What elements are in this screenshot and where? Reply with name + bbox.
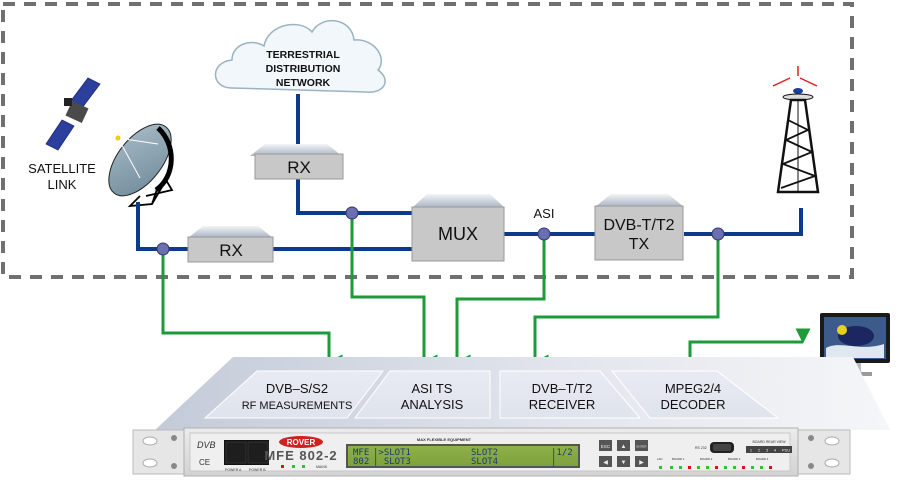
rx-bottom-label: RX — [219, 241, 243, 260]
mux-block: MUX — [411, 194, 505, 262]
signal-paths — [136, 94, 803, 251]
panel-4-line1: MPEG2/4 — [665, 381, 721, 396]
lcd-r2-c4: | — [551, 457, 556, 467]
up-icon: ▲ — [621, 444, 627, 450]
junction-nodes — [156, 206, 725, 256]
node-rx — [345, 206, 359, 220]
satellite-label-1: SATELLITE — [28, 161, 96, 176]
node-dish — [156, 242, 170, 256]
device-subtitle: MAX FLEXIBLE EQUIPMENT — [417, 437, 472, 442]
mains-label: MAINS — [316, 465, 328, 469]
panel-1-line2: RF MEASUREMENTS — [242, 400, 353, 412]
esc-label: ESC — [601, 444, 611, 449]
dvb-logo: DVB — [197, 440, 216, 450]
model-label: MFE 802-2 — [264, 448, 337, 463]
panel-asi — [354, 370, 491, 419]
psu-leds — [281, 465, 305, 468]
slot-3: 3 — [766, 448, 769, 453]
panel-3-line2: RECEIVER — [529, 397, 595, 412]
cloud-label-2: DISTRIBUTION — [266, 63, 341, 75]
led-group-board-3: BOARD 3 — [728, 457, 741, 461]
led-group-board-1: BOARD 1 — [672, 457, 685, 461]
satellite-label-2: LINK — [48, 177, 77, 192]
panel-1-line1: DVB–S/S2 — [266, 381, 328, 396]
panel-dvbs — [203, 370, 385, 419]
esc-button[interactable] — [599, 440, 612, 451]
mux-label: MUX — [438, 224, 478, 244]
panel-2-line1: ASI TS — [412, 381, 453, 396]
rx-block-top: RX — [250, 144, 344, 180]
slot-2: 2 — [758, 448, 761, 453]
right-button[interactable] — [635, 456, 648, 467]
slot-indicator: 1 2 3 4 PSU — [746, 446, 792, 453]
power-switches — [224, 440, 269, 465]
lcd-r2-c3: SLOT4 — [471, 457, 498, 467]
left-button[interactable] — [599, 456, 612, 467]
node-asi — [537, 227, 551, 241]
power-a-label: POWER A — [225, 468, 242, 472]
cloud-label-3: NETWORK — [276, 77, 331, 89]
satellite-dish-icon — [108, 123, 174, 208]
brand-label: ROVER — [287, 438, 316, 447]
panel-dvbt — [499, 370, 642, 419]
rx-top-label: RX — [287, 158, 311, 177]
transmitter-tower-icon — [772, 66, 820, 194]
terrestrial-cloud: TERRESTRIAL DISTRIBUTION NETWORK — [214, 19, 386, 93]
tx-label-2: TX — [629, 236, 650, 253]
panel-2-line2: ANALYSIS — [401, 397, 464, 412]
rs232-label: RS 232 — [695, 446, 707, 450]
power-switch-b[interactable] — [247, 441, 269, 464]
rack-ear-left — [132, 429, 186, 475]
left-icon: ◀ — [603, 460, 608, 466]
lcd-r1-c3: SLOT2 — [471, 448, 498, 458]
up-button[interactable] — [617, 440, 630, 451]
panel-4-line2: DECODER — [660, 397, 725, 412]
enter-button[interactable] — [635, 440, 648, 451]
cloud-label-1: TERRESTRIAL — [266, 49, 340, 61]
ce-mark: CE — [199, 458, 210, 467]
slot-1: 1 — [750, 448, 753, 453]
enter-label: ENTER — [636, 445, 647, 449]
down-button[interactable] — [617, 456, 630, 467]
down-icon: ▼ — [621, 460, 627, 466]
lcd-r1-c2: |>SLOT1 — [373, 448, 411, 458]
led-group-board-2: BOARD 2 — [700, 457, 713, 461]
rs232-port[interactable] — [710, 442, 734, 453]
node-tx — [711, 227, 725, 241]
function-panels — [203, 370, 780, 419]
board-rear-view-label: BOARD REAR VIEW — [752, 440, 786, 444]
tv-monitor-icon — [820, 313, 890, 376]
status-leds — [659, 466, 772, 469]
lcd-r1-c4: |1/2 — [551, 448, 573, 458]
right-icon: ▶ — [639, 460, 644, 466]
lcd-r2-c1: 802 — [353, 457, 369, 467]
dvb-tx-block: DVB-T/T2 TX — [594, 194, 684, 261]
lcd-r1-c1: MFE — [353, 448, 369, 458]
power-b-label: POWER B — [249, 468, 266, 472]
rx-block-bottom: RX — [187, 226, 274, 263]
power-switch-a[interactable] — [225, 441, 247, 464]
slot-4: 4 — [774, 448, 777, 453]
tx-label-1: DVB-T/T2 — [603, 217, 674, 234]
led-group-lan: LAN — [657, 457, 662, 461]
led-group-board-4: BOARD 4 — [756, 457, 769, 461]
keypad: ESC ▲ ENTER ◀ ▼ ▶ — [599, 440, 648, 467]
network-boundary — [1, 2, 854, 279]
monitoring-paths — [161, 213, 811, 375]
lcd-r2-c2: | SLOT3 — [373, 457, 411, 467]
slot-psu: PSU — [782, 448, 790, 453]
panel-mpeg — [610, 370, 780, 419]
satellite-icon — [45, 77, 101, 151]
asi-label: ASI — [534, 206, 555, 221]
panel-3-line1: DVB–T/T2 — [532, 381, 593, 396]
rack-ear-right — [794, 429, 851, 475]
lcd-display — [346, 444, 580, 468]
rover-logo: ROVER — [279, 436, 323, 448]
